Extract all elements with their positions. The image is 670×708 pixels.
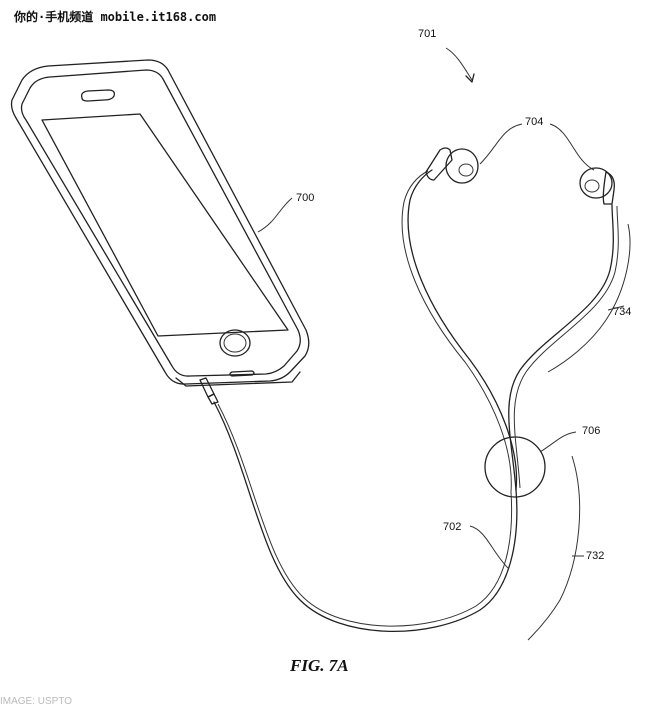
phone-device <box>10 59 310 387</box>
ref-label-704: 704 <box>525 116 544 128</box>
leader-706 <box>539 431 577 453</box>
right-earbud <box>579 167 615 205</box>
leader-704-right <box>549 123 595 171</box>
left-earbud-cable <box>407 169 518 491</box>
right-earbud-cable <box>508 204 614 491</box>
phone-inner-body <box>20 69 301 377</box>
remote-control <box>484 436 546 498</box>
phone-bottom-edge <box>175 371 301 387</box>
ref-label-706: 706 <box>582 425 601 437</box>
ref-label-734: 734 <box>613 306 632 318</box>
phone-outer-body <box>10 59 310 385</box>
leader-704-left <box>479 123 523 165</box>
phone-speaker-slot <box>80 89 116 102</box>
leader-701 <box>445 47 473 81</box>
phone-home-button-inner <box>223 333 247 353</box>
ref-label-700: 700 <box>296 192 315 204</box>
bracket-732 <box>527 455 581 641</box>
main-cable <box>213 401 518 633</box>
leader-701-arrow <box>465 73 475 83</box>
phone-home-button <box>219 329 251 357</box>
ref-label-702: 702 <box>443 521 462 533</box>
figure-caption: FIG. 7A <box>290 656 349 675</box>
main-cable-inner <box>217 403 513 627</box>
lightning-connector <box>199 377 219 405</box>
bracket-734-leader <box>607 305 625 311</box>
phone-screen <box>41 113 289 337</box>
footer-credit: IMAGE: USPTO <box>0 696 73 707</box>
ref-label-701: 701 <box>418 28 437 40</box>
left-earbud <box>425 147 479 184</box>
watermark-text: 你的·手机频道 mobile.it168.com <box>14 10 217 24</box>
ref-label-732: 732 <box>586 550 605 562</box>
leader-702 <box>469 525 509 569</box>
leader-700 <box>257 197 293 233</box>
phone-lightning-port <box>229 370 255 377</box>
bracket-734 <box>547 223 631 373</box>
